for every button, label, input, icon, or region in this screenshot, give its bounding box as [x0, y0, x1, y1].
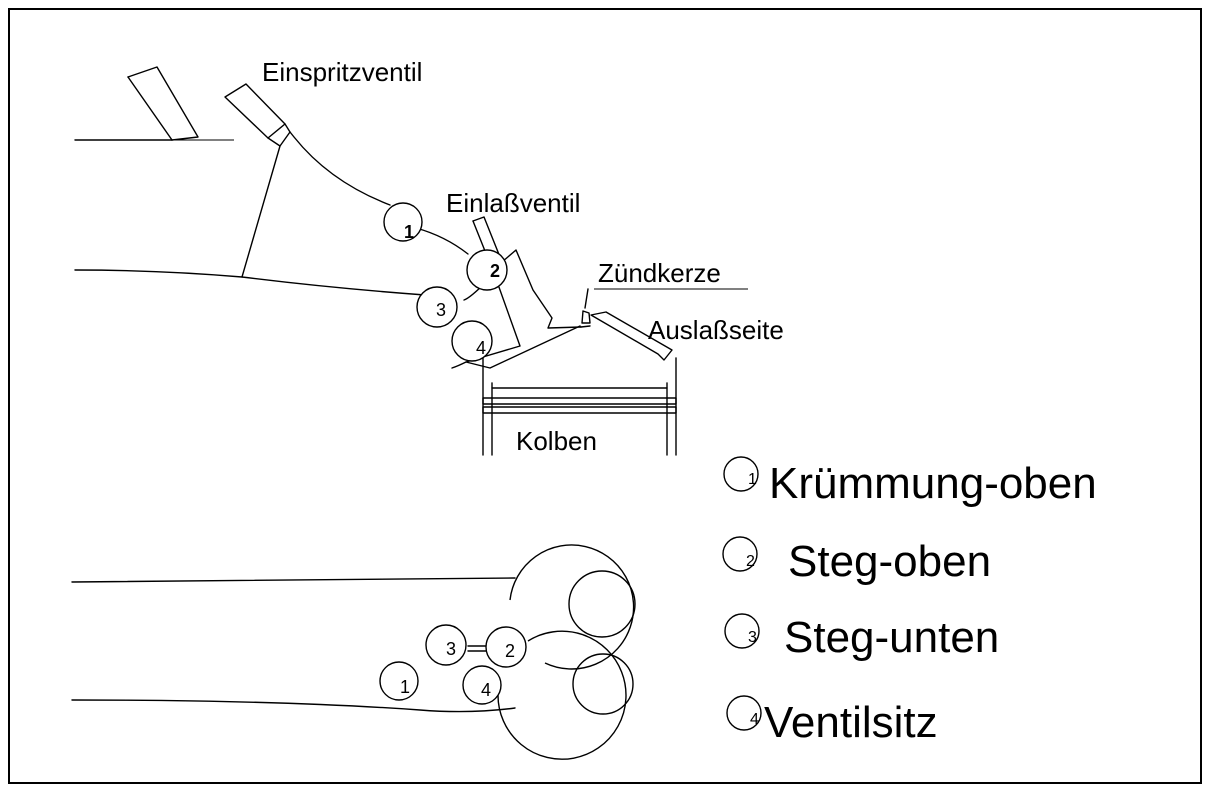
svg-text:2: 2: [490, 261, 500, 281]
marker-3-top: 3: [425, 624, 467, 666]
marker-4-top: 4: [462, 665, 502, 705]
legend-item-3: 3 Steg-unten: [724, 613, 999, 662]
legend-marker-3: [724, 613, 760, 649]
intake-port-side-view: [74, 66, 748, 456]
marker-1-top: 1: [379, 661, 419, 701]
svg-text:3: 3: [436, 300, 446, 320]
legend: 1 Krümmung-oben 2 Steg-oben 3 Steg-unten…: [722, 456, 1097, 747]
svg-text:3: 3: [748, 629, 757, 646]
legend-text-2: Steg-oben: [788, 537, 991, 586]
marker-1-side: 1: [383, 202, 423, 242]
svg-text:2: 2: [746, 553, 755, 570]
marker-4-side: 4: [451, 320, 493, 362]
svg-text:1: 1: [748, 471, 757, 488]
svg-text:4: 4: [481, 680, 491, 700]
svg-text:1: 1: [400, 677, 410, 697]
label-einspritzventil: Einspritzventil: [262, 57, 422, 87]
svg-text:4: 4: [750, 711, 759, 728]
legend-text-4: Ventilsitz: [764, 698, 938, 747]
label-zuendkerze: Zündkerze: [598, 258, 721, 288]
marker-3-side: 3: [416, 286, 458, 328]
legend-item-2: 2 Steg-oben: [722, 536, 991, 586]
legend-text-3: Steg-unten: [784, 613, 999, 662]
legend-marker-1: [723, 456, 759, 492]
legend-marker-2: [722, 536, 758, 572]
label-auslassseite: Auslaßseite: [648, 315, 784, 345]
legend-text-1: Krümmung-oben: [769, 459, 1097, 508]
legend-item-4: 4 Ventilsitz: [726, 695, 938, 747]
svg-text:3: 3: [446, 639, 456, 659]
label-kolben: Kolben: [516, 426, 597, 456]
label-einlassventil: Einlaßventil: [446, 188, 580, 218]
svg-text:4: 4: [476, 338, 486, 358]
legend-marker-4: [726, 695, 762, 731]
legend-item-1: 1 Krümmung-oben: [723, 456, 1097, 508]
frame-border: [8, 8, 1202, 784]
marker-2-top: 2: [485, 626, 527, 668]
marker-2-side: 2: [466, 249, 508, 291]
svg-text:1: 1: [404, 222, 414, 242]
svg-text:2: 2: [505, 641, 515, 661]
intake-port-top-view: [71, 544, 636, 760]
